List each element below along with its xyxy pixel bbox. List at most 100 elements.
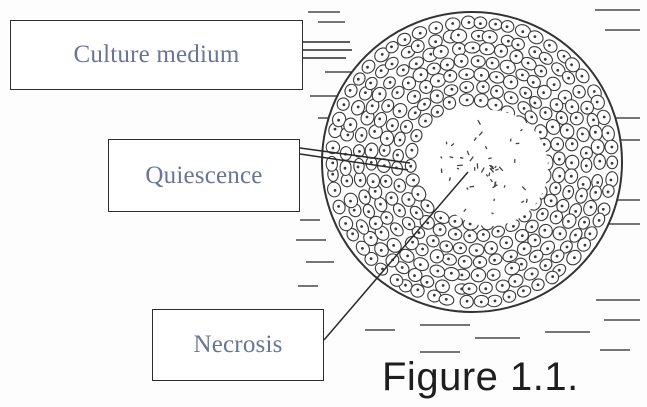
- cell-nucleus: [445, 244, 448, 247]
- cell-nucleus: [564, 97, 567, 100]
- cell-nucleus: [461, 274, 464, 277]
- cell-nucleus: [611, 146, 614, 149]
- cell-nucleus: [570, 63, 573, 66]
- cell-nucleus: [401, 266, 404, 269]
- cell-nucleus: [394, 228, 397, 231]
- cell-nucleus: [451, 88, 454, 91]
- cell-nucleus: [480, 74, 483, 77]
- cell-nucleus: [459, 247, 462, 250]
- figure-caption: Figure 1.1.: [382, 355, 579, 400]
- cell-nucleus: [411, 241, 414, 244]
- cell-nucleus: [567, 77, 570, 80]
- cell-nucleus: [520, 263, 523, 266]
- cell-nucleus: [479, 22, 482, 25]
- cell-nucleus: [495, 76, 498, 79]
- cell-nucleus: [390, 45, 393, 48]
- cell-nucleus: [349, 89, 352, 92]
- cell-nucleus: [555, 186, 558, 189]
- cell-nucleus: [560, 116, 563, 119]
- cell-nucleus: [344, 167, 347, 170]
- cell-nucleus: [408, 51, 411, 54]
- cell-nucleus: [476, 274, 479, 277]
- cell-nucleus: [506, 66, 509, 69]
- cell-nucleus: [593, 90, 596, 93]
- cell-nucleus: [544, 111, 547, 114]
- cell-nucleus: [389, 81, 392, 84]
- cell-nucleus: [472, 47, 475, 50]
- cell-nucleus: [346, 180, 349, 183]
- cell-nucleus: [495, 104, 498, 107]
- cell-nucleus: [482, 233, 485, 236]
- cell-nucleus: [373, 130, 376, 133]
- cell-nucleus: [491, 62, 494, 65]
- cell-nucleus: [404, 38, 407, 41]
- cell-nucleus: [396, 278, 399, 281]
- cell-nucleus: [596, 181, 599, 184]
- cell-nucleus: [358, 150, 361, 153]
- cell-nucleus: [332, 147, 335, 150]
- cell-nucleus: [436, 94, 439, 97]
- cell-nucleus: [523, 107, 526, 110]
- necrosis-label: Necrosis: [193, 331, 282, 359]
- cell-nucleus: [437, 80, 440, 83]
- cell-nucleus: [596, 101, 599, 104]
- cell-nucleus: [460, 60, 463, 63]
- cell-nucleus: [568, 190, 571, 193]
- cell-nucleus: [344, 222, 347, 225]
- culture-medium-label-box: Culture medium: [10, 20, 303, 90]
- cell-nucleus: [521, 74, 524, 77]
- cell-nucleus: [360, 134, 363, 137]
- cell-nucleus: [510, 267, 513, 270]
- debris-fragment: [457, 168, 459, 169]
- cell-nucleus: [523, 215, 526, 218]
- cell-nucleus: [543, 229, 546, 232]
- cell-nucleus: [534, 255, 537, 258]
- cell-nucleus: [575, 116, 578, 119]
- cell-nucleus: [361, 247, 364, 250]
- cell-nucleus: [391, 63, 394, 66]
- cell-nucleus: [409, 165, 412, 168]
- cell-nucleus: [563, 55, 566, 58]
- cell-nucleus: [522, 289, 525, 292]
- cell-nucleus: [380, 249, 383, 252]
- cell-nucleus: [397, 185, 400, 188]
- cell-nucleus: [347, 134, 350, 137]
- cell-nucleus: [582, 183, 585, 186]
- cell-nucleus: [607, 132, 610, 135]
- debris-fragment: [470, 186, 475, 187]
- cell-nucleus: [425, 86, 428, 89]
- cell-nucleus: [454, 233, 457, 236]
- cell-nucleus: [417, 193, 420, 196]
- debris-fragment: [494, 199, 495, 201]
- cell-nucleus: [594, 131, 597, 134]
- cell-nucleus: [435, 27, 438, 30]
- debris-fragment: [457, 165, 463, 166]
- cell-nucleus: [510, 96, 513, 99]
- cell-nucleus: [551, 275, 554, 278]
- cell-nucleus: [448, 74, 451, 77]
- cell-nucleus: [611, 162, 614, 165]
- cell-nucleus: [421, 248, 424, 251]
- cell-nucleus: [597, 146, 600, 149]
- cell-nucleus: [514, 280, 517, 283]
- debris-fragment: [511, 139, 512, 142]
- cell-nucleus: [429, 53, 432, 56]
- cell-nucleus: [539, 131, 542, 134]
- cell-nucleus: [386, 137, 389, 140]
- cell-nucleus: [433, 67, 436, 70]
- cell-nucleus: [607, 191, 610, 194]
- cell-nucleus: [385, 216, 388, 219]
- cell-nucleus: [331, 162, 334, 165]
- quiescence-label: Quiescence: [145, 162, 262, 190]
- cell-nucleus: [419, 32, 422, 35]
- cell-nucleus: [457, 34, 460, 37]
- cell-nucleus: [353, 209, 356, 212]
- cell-nucleus: [369, 82, 372, 85]
- cell-nucleus: [495, 90, 498, 93]
- cell-nucleus: [506, 25, 509, 28]
- cell-nucleus: [592, 119, 595, 122]
- cell-nucleus: [598, 219, 601, 222]
- cell-nucleus: [392, 244, 395, 247]
- cell-nucleus: [566, 129, 569, 132]
